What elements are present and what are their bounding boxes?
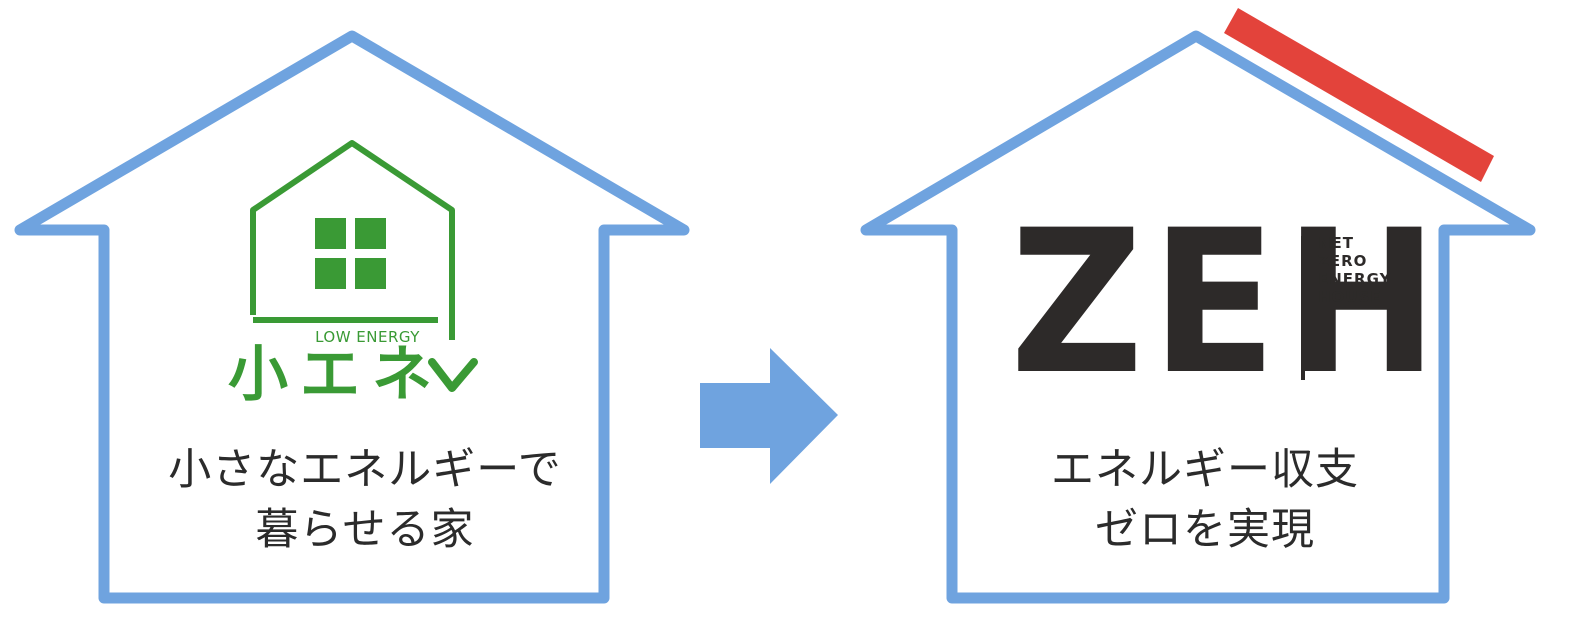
zeh-logo-subtitle: NET ZERO ENERGY HOUSE <box>1318 234 1391 306</box>
low-energy-logo-title: 小エネ <box>228 340 444 410</box>
zeh-subtitle-line-2: ZERO <box>1318 252 1368 270</box>
solar-panel-icon <box>1224 8 1494 182</box>
zeh-subtitle-line-1: NET <box>1318 234 1355 252</box>
down-arrow-icon <box>428 358 478 392</box>
zeh-logo-title: ZEH <box>1010 187 1446 418</box>
right-caption-line-2: ゼロを実現 <box>1095 505 1315 555</box>
right-house-caption: エネルギー収支 ゼロを実現 <box>960 440 1450 560</box>
zeh-subtitle-line-3: ENERGY <box>1318 270 1392 288</box>
left-house-outline-icon <box>14 30 690 604</box>
low-energy-subtitle: LOW ENERGY <box>315 328 420 346</box>
left-caption-line-2: 暮らせる家 <box>255 505 475 555</box>
zeh-subtitle-line-4: HOUSE <box>1318 288 1382 306</box>
right-caption-line-1: エネルギー収支 <box>1051 445 1359 495</box>
green-house-logo-icon <box>250 140 455 340</box>
right-arrow-icon <box>700 348 838 484</box>
window-icon <box>315 218 386 289</box>
right-house-outline-icon <box>860 30 1536 604</box>
left-house-caption: 小さなエネルギーで 暮らせる家 <box>120 440 610 560</box>
left-caption-line-1: 小さなエネルギーで <box>168 445 562 495</box>
